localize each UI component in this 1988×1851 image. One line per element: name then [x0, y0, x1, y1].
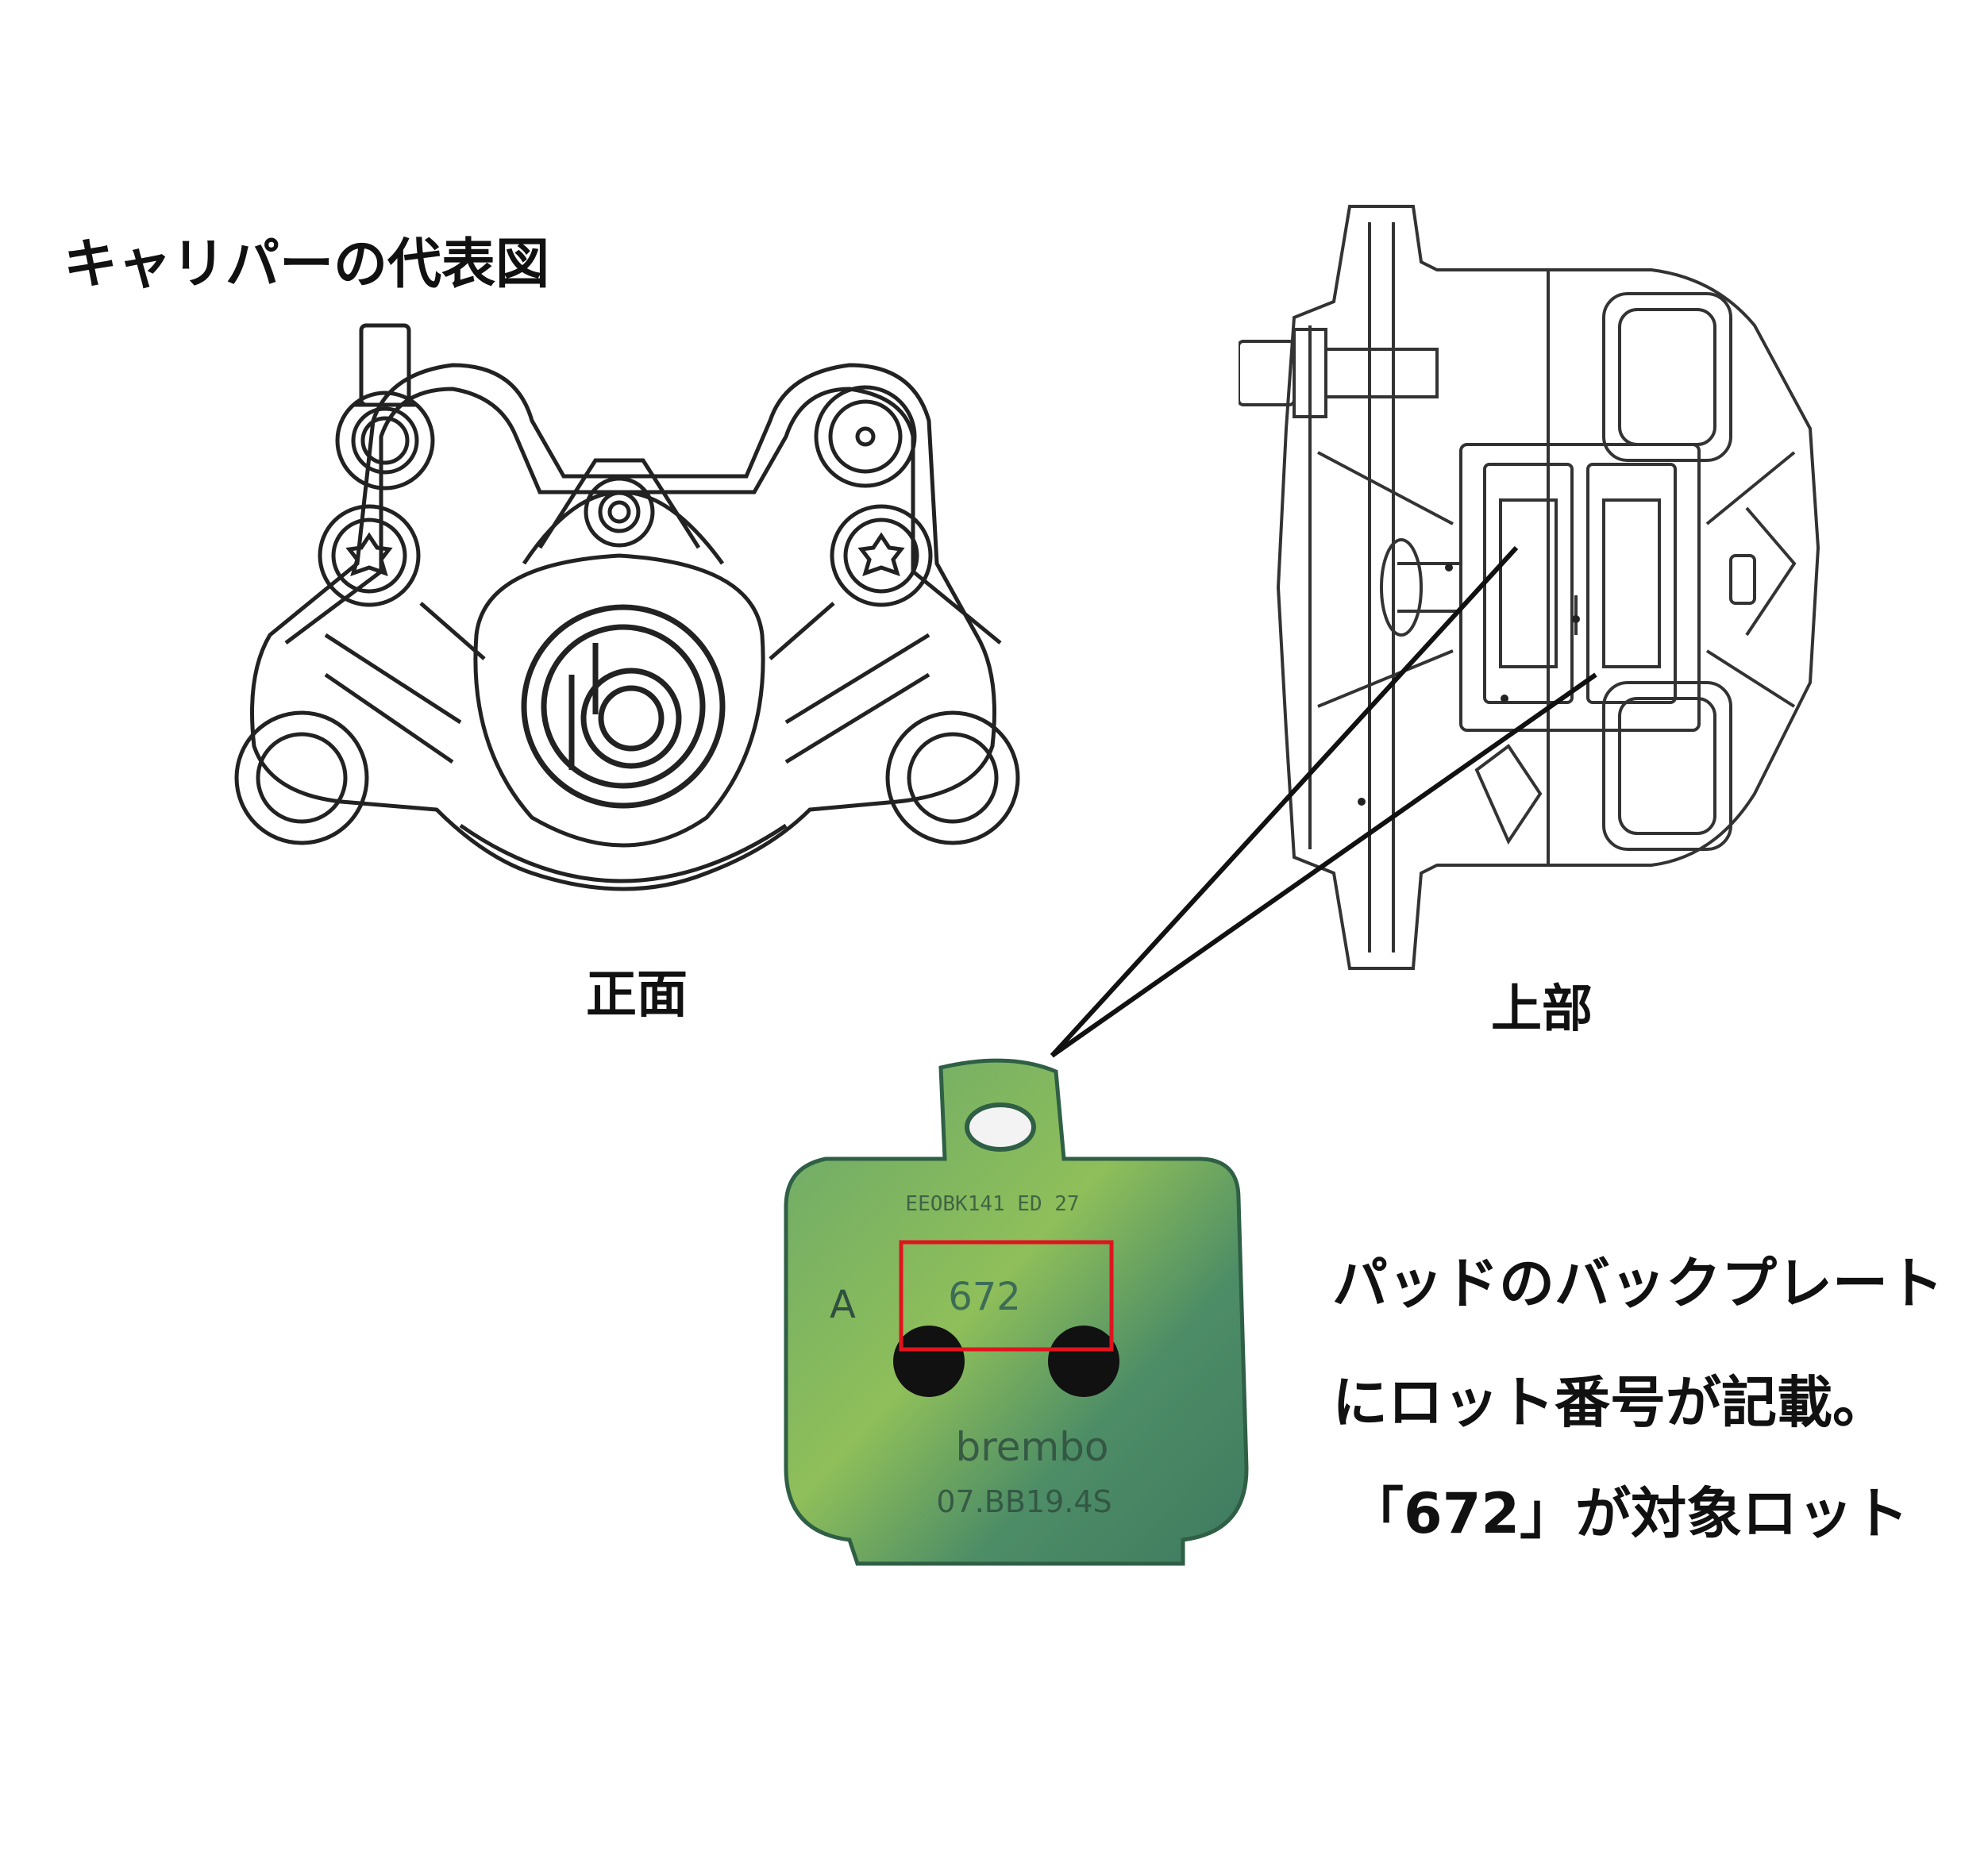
note-line-3: 「672」が対象ロット [1348, 1481, 1909, 1546]
brake-pad-backplate: EEOBK141 ED 27 A 672 brembo 07.BB19.4S [784, 1058, 1249, 1566]
front-view-label: 正面 [586, 966, 688, 1025]
caliper-top-view [1239, 205, 1820, 970]
diagram-title: キャリパーの代表図 [64, 233, 550, 296]
pad-top-code: EEOBK141 ED 27 [905, 1192, 1079, 1216]
note-line-2: にロット番号が記載。 [1332, 1370, 1888, 1435]
pad-part-number: 07.BB19.4S [936, 1484, 1112, 1519]
caliper-front-view [234, 323, 1020, 891]
lot-number-highlight-box [899, 1240, 1114, 1352]
pad-left-mark: A [830, 1283, 856, 1327]
pad-brand-text: brembo [956, 1424, 1109, 1470]
note-line-1: パッドのバックプレート [1332, 1251, 1944, 1316]
pad-lot-number: 672 [948, 1275, 1021, 1319]
top-view-label: 上部 [1491, 980, 1593, 1039]
